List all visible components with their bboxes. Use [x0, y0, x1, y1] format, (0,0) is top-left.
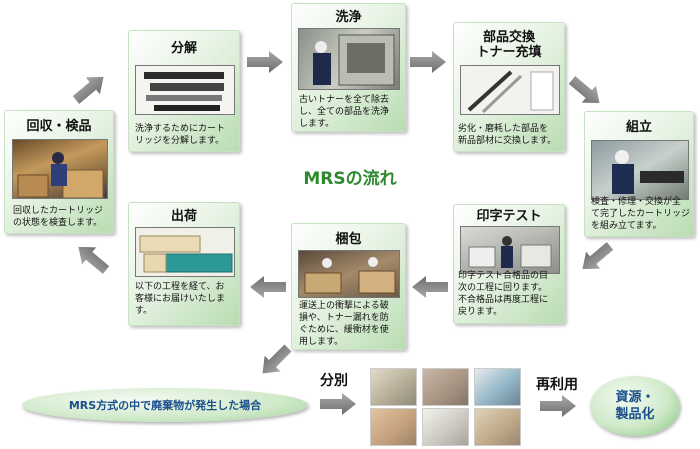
step-ship-title: 出荷 [170, 209, 197, 224]
sorted-waste-photo [474, 408, 521, 446]
step-test-desc-line: 次の工程に回ります。 [458, 283, 548, 293]
step-collect-desc-line: の状態を検査します。 [13, 218, 103, 228]
step-assemble-desc-line: 検査・修理・交換が全 [591, 197, 682, 207]
step-disassemble-title: 分解 [170, 41, 197, 56]
step-replace-desc: 劣化・磨耗した部品を 新品部材に交換します。 [458, 123, 556, 147]
step-assemble-title: 組立 [625, 120, 652, 135]
step-test-desc: 印字テスト合格品の目 次の工程に回ります。 不合格品は再度工程に 戻ります。 [458, 270, 548, 318]
step-pack-desc-line: 損や、トナー漏れを防 [299, 313, 389, 323]
sorted-waste-photo [474, 368, 521, 406]
step-replace-title-2: トナー充填 [476, 45, 542, 60]
test-photo-art [468, 236, 552, 268]
sort-label: 分別 [320, 373, 348, 389]
step-disassemble-desc: 洗浄するためにカート リッジを分解します。 [135, 123, 225, 147]
sorted-waste-photo [370, 368, 417, 406]
disassemble-photo-art [144, 72, 224, 111]
step-test-desc-line: 戻ります。 [458, 307, 503, 317]
step-disassemble: 分解 洗浄するためにカート リッジを分解します。 [128, 30, 240, 152]
step-pack-desc-line: ぐために、緩衝材を使 [299, 325, 389, 335]
waste-label: MRS方式の中で廃棄物が発生した場合 [68, 399, 262, 412]
step-replace: 部品交換 トナー充填 劣化・磨耗した部品を 新品部材に交換します。 [453, 22, 565, 152]
sorted-waste-photo [370, 408, 417, 446]
reuse-label: 再利用 [536, 377, 578, 393]
step-ship-desc-line: す。 [135, 306, 153, 316]
replace-photo [460, 65, 560, 115]
ship-photo [135, 227, 235, 277]
step-test-desc-line: 不合格品は再度工程に [458, 295, 549, 305]
step-disassemble-desc-line: リッジを分解します。 [135, 136, 225, 146]
step-replace-desc-line: 新品部材に交換します。 [458, 136, 557, 146]
arrow-sort-to-reuse [540, 395, 576, 417]
assemble-photo [591, 140, 689, 200]
ship-photo-art [139, 235, 233, 273]
pack-photo [298, 250, 400, 298]
pack-photo-art [304, 257, 396, 294]
result-oval: 資源・ 製品化 [590, 376, 680, 436]
step-assemble: 組立 検査・修理・交換が全 て完了したカートリッジ を組み立てます。 [584, 111, 694, 237]
arrow-collect-to-disassemble [68, 68, 111, 109]
assemble-photo-art [612, 150, 684, 194]
collect-photo-art [17, 152, 104, 198]
step-test-desc-line: 印字テスト合格品の目 [458, 271, 549, 281]
step-replace-title: 部品交換 [482, 30, 535, 45]
step-test-title: 印字テスト [476, 209, 542, 224]
flow-title: MRSの流れ [303, 169, 397, 189]
arrow-pack-to-ship [250, 276, 286, 298]
step-pack: 梱包 運送上の衝撃による破 損や、トナー漏れを防 ぐために、緩衝材を使 用します… [291, 223, 406, 350]
step-wash-desc-line: し、全ての部品を洗浄 [299, 107, 390, 117]
arrow-waste-to-sort [320, 393, 356, 415]
arrow-assemble-to-test [575, 237, 618, 278]
step-disassemble-desc-line: 洗浄するためにカート [135, 124, 226, 134]
arrow-replace-to-assemble [564, 71, 607, 112]
replace-photo-art [467, 70, 554, 114]
sorted-waste-photo [422, 408, 469, 446]
result-line-2: 製品化 [615, 407, 655, 422]
wash-photo [298, 28, 400, 90]
step-collect-desc: 回収したカートリッジ の状態を検査します。 [13, 205, 103, 229]
result-line-1: 資源・ [615, 390, 655, 405]
step-replace-desc-line: 劣化・磨耗した部品を [458, 124, 549, 134]
step-test: 印字テスト 印字テスト合格品の目 次の工程に回ります。 不合格品は再度工程に 戻… [453, 204, 565, 324]
waste-oval: MRS方式の中で廃棄物が発生した場合 [22, 388, 308, 422]
arrow-wash-to-replace [410, 51, 446, 73]
step-pack-title: 梱包 [335, 232, 362, 247]
step-wash-desc: 古いトナーを全て除去 し、全ての部品を洗浄 します。 [299, 94, 389, 130]
arrow-test-to-pack [412, 276, 448, 298]
step-ship-desc-line: 以下の工程を経て、お [135, 282, 225, 292]
step-pack-desc-line: 運送上の衝撃による破 [299, 301, 389, 311]
step-wash-title: 洗浄 [335, 10, 362, 25]
step-wash: 洗浄 古いトナーを全て除去 し、全ての部品を洗浄 します。 [291, 3, 406, 132]
step-ship: 出荷 以下の工程を経て、お 客様にお届けいたしま す。 [128, 202, 240, 326]
test-photo [460, 226, 560, 274]
step-collect: 回収・検品 回収したカートリッジ の状態を検査します。 [4, 110, 114, 234]
step-ship-desc: 以下の工程を経て、お 客様にお届けいたしま す。 [135, 281, 225, 317]
step-assemble-desc: 検査・修理・交換が全 て完了したカートリッジ を組み立てます。 [591, 196, 690, 232]
step-wash-desc-line: します。 [299, 119, 335, 129]
step-pack-desc: 運送上の衝撃による破 損や、トナー漏れを防 ぐために、緩衝材を使 用します。 [299, 300, 389, 348]
step-collect-desc-line: 回収したカートリッジ [13, 206, 104, 216]
step-ship-desc-line: 客様にお届けいたしま [135, 294, 226, 304]
step-pack-desc-line: 用します。 [299, 337, 344, 347]
step-collect-title: 回収・検品 [26, 119, 92, 134]
arrow-disassemble-to-wash [247, 51, 283, 73]
wash-photo-art [313, 34, 395, 86]
sorted-waste-photo [422, 368, 469, 406]
arrow-pack-to-waste [254, 340, 296, 382]
collect-photo [12, 139, 108, 199]
arrow-ship-to-collect [71, 238, 114, 279]
step-assemble-desc-line: を組み立てます。 [591, 221, 662, 231]
disassemble-photo [135, 65, 235, 115]
step-wash-desc-line: 古いトナーを全て除去 [299, 95, 390, 105]
step-assemble-desc-line: て完了したカートリッジ [591, 209, 691, 219]
